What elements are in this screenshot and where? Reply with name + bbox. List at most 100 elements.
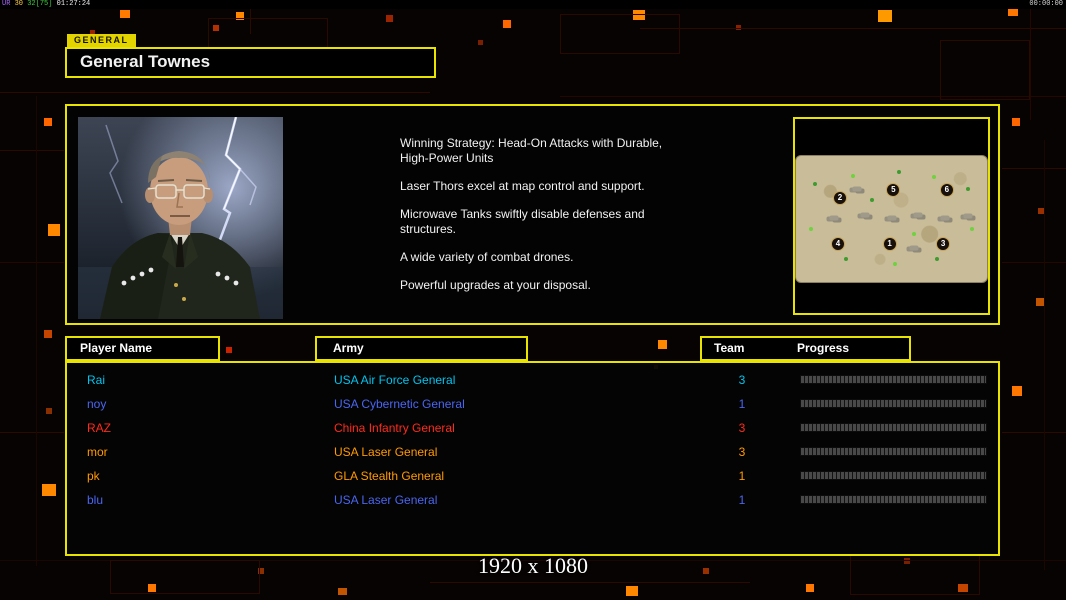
player-team: 1: [738, 469, 746, 483]
spawn-marker: 3: [936, 237, 951, 252]
spawn-marker: 1: [882, 237, 897, 252]
decor-square: [386, 15, 393, 22]
debug-stat-segment: [75]: [35, 0, 53, 8]
decor-line: [36, 96, 37, 566]
decor-square: [48, 224, 60, 236]
decor-box: [560, 14, 680, 54]
debug-stat-segment: 01:27:24: [52, 0, 91, 8]
player-progress-bar: [800, 447, 987, 456]
debug-stats: UR 30 32[75] 01:27:24: [2, 1, 90, 8]
strategy-paragraph: A wide variety of combat drones.: [400, 250, 574, 264]
debug-stat-segment: UR: [2, 0, 15, 8]
player-list-panel: Rai USA Air Force General 3 noy USA Cybernet…: [65, 361, 1000, 556]
player-army: GLA Stealth General: [334, 469, 445, 483]
player-progress-bar: [800, 399, 987, 408]
column-header-player-name: Player Name: [65, 336, 220, 361]
decor-square: [226, 347, 232, 353]
column-header-team-progress: Team Progress: [700, 336, 911, 361]
decor-square: [633, 10, 645, 20]
player-name-header-label: Player Name: [80, 341, 153, 355]
decor-line: [1002, 168, 1066, 169]
decor-line: [1030, 0, 1031, 120]
decor-square: [478, 40, 483, 45]
decor-square: [258, 568, 264, 574]
decor-square: [90, 30, 95, 35]
decor-square: [338, 588, 347, 595]
tree-dot: [931, 175, 936, 180]
strategy-paragraph: Winning Strategy: Head-On Attacks with D…: [400, 136, 663, 165]
player-progress-bar: [800, 375, 987, 384]
column-header-army: Army: [315, 336, 528, 361]
strategy-paragraph: Microwave Tanks swiftly disable defenses…: [400, 207, 645, 236]
player-army: USA Air Force General: [334, 373, 456, 387]
decor-square: [1012, 386, 1022, 396]
rock-cluster: [860, 212, 870, 218]
tree-dot: [935, 257, 940, 262]
decor-square: [1038, 208, 1044, 214]
decor-square: [148, 584, 156, 592]
tree-dot: [809, 227, 814, 232]
decor-line: [1044, 140, 1045, 570]
decor-line: [640, 28, 1066, 29]
decor-square: [44, 118, 52, 126]
player-army: China Infantry General: [334, 421, 455, 435]
tree-dot: [969, 227, 974, 232]
strategy-text: Winning Strategy: Head-On Attacks with D…: [400, 136, 745, 306]
general-portrait: [78, 117, 283, 319]
top-bar: UR 30 32[75] 01:27:24 00:00:00: [0, 0, 1066, 9]
strategy-paragraph: Laser Thors excel at map control and sup…: [400, 179, 645, 193]
decor-line: [1002, 432, 1066, 433]
decor-square: [1036, 298, 1044, 306]
tree-dot: [851, 174, 856, 179]
rock-cluster: [963, 213, 973, 219]
decor-box: [110, 560, 260, 594]
decor-square: [46, 408, 52, 414]
decor-square: [120, 10, 130, 18]
decor-line: [250, 0, 251, 34]
player-name: Rai: [87, 373, 106, 387]
rock-cluster: [940, 215, 950, 221]
decor-square: [658, 340, 667, 349]
decor-square: [878, 10, 892, 22]
decor-line: [1002, 262, 1066, 263]
army-header-label: Army: [333, 341, 364, 355]
decor-square: [1008, 6, 1018, 16]
resolution-watermark: 1920 x 1080: [478, 553, 588, 578]
decor-line: [0, 560, 1066, 561]
tree-dot: [912, 232, 917, 237]
decor-square: [736, 25, 741, 30]
player-team: 3: [738, 445, 746, 459]
tree-dot: [843, 257, 848, 262]
match-timer: 00:00:00: [1029, 0, 1063, 8]
player-army: USA Laser General: [334, 493, 438, 507]
player-team: 3: [738, 421, 746, 435]
rock-cluster: [909, 245, 919, 251]
tree-dot: [813, 181, 818, 186]
decor-square: [213, 25, 219, 31]
player-progress-bar: [800, 423, 987, 432]
debug-stat-segment: 30: [14, 0, 28, 8]
team-header-label: Team: [714, 341, 745, 355]
spawn-marker: 6: [939, 183, 954, 198]
decor-square: [42, 484, 56, 496]
general-name: General Townes: [80, 52, 211, 71]
decor-square: [626, 586, 638, 596]
decor-line: [430, 582, 750, 583]
decor-line: [0, 432, 64, 433]
player-army: USA Cybernetic General: [334, 397, 465, 411]
spawn-marker: 4: [831, 237, 846, 252]
player-name: noy: [87, 397, 107, 411]
decor-square: [503, 20, 511, 28]
player-progress-bar: [800, 471, 987, 480]
player-team: 1: [738, 493, 746, 507]
player-name: RAZ: [87, 421, 111, 435]
decor-line: [0, 92, 430, 93]
tree-dot: [897, 170, 902, 175]
